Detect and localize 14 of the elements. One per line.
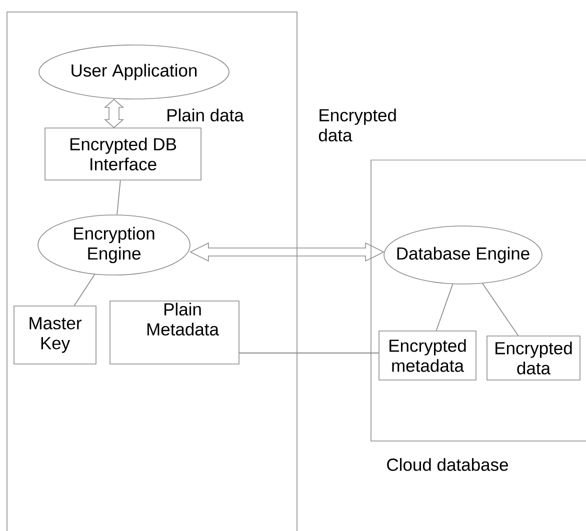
connector-line [482, 283, 519, 336]
text-label: Encrypted data [318, 108, 396, 142]
process-box: Plain Metadata [110, 300, 240, 364]
node-label: Cloud database [387, 458, 508, 471]
process-box: Master Key [14, 306, 96, 364]
process-box: Encrypted metadata [378, 330, 476, 380]
connector-line [436, 284, 454, 332]
connector-line [74, 274, 96, 306]
connector-line [116, 180, 121, 216]
process-box: Encrypted DB Interface [44, 128, 202, 180]
process-box: Encrypted data [486, 336, 580, 380]
connector-line [238, 352, 380, 354]
panel-box [6, 12, 298, 531]
text-label: Plain data [168, 108, 244, 122]
